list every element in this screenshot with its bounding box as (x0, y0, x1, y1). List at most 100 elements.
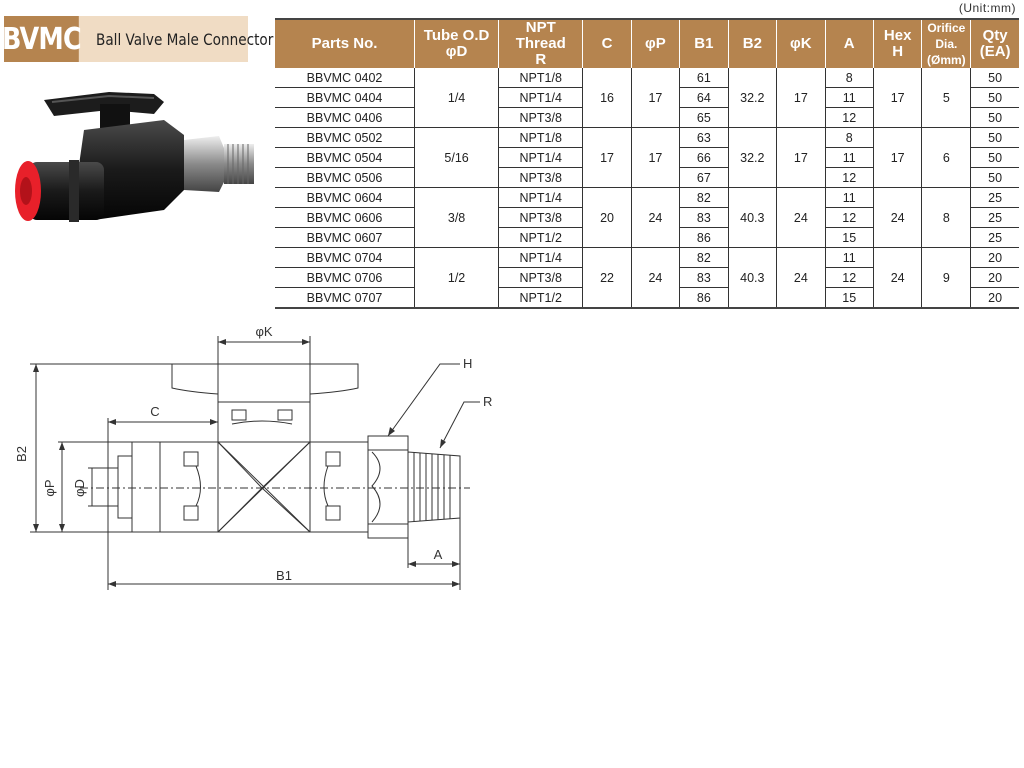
col-header: A (825, 19, 874, 68)
table-row: BBVMC 0402 1/4 NPT1/8 16 17 61 32.2 17 8… (275, 68, 1019, 128)
table-row: BBVMC 0607 NPT1/2 86 15 25 (275, 227, 1019, 248)
label-b2: B2 (14, 446, 29, 462)
col-header: Qty(EA) (970, 19, 1019, 68)
c-cell: 20 (582, 187, 632, 248)
p-cell: 17 (631, 68, 681, 128)
npt-cell: NPT1/4 (498, 87, 584, 108)
qty-cell: 50 (970, 107, 1019, 128)
part-number: BBVMC 0402 (275, 68, 416, 88)
part-number: BBVMC 0706 (275, 267, 416, 288)
part-number: BBVMC 0502 (275, 127, 416, 148)
col-header: B1 (679, 19, 729, 68)
qty-cell: 25 (970, 227, 1019, 248)
a-cell: 8 (825, 127, 874, 148)
table-row: BBVMC 0506 NPT3/8 67 12 50 (275, 167, 1019, 188)
qty-cell: 25 (970, 187, 1019, 208)
b1-cell: 61 (679, 68, 729, 88)
a-cell: 11 (825, 247, 874, 268)
a-cell: 11 (825, 147, 874, 168)
b1-cell: 82 (679, 247, 729, 268)
a-cell: 15 (825, 227, 874, 248)
c-cell: 22 (582, 247, 632, 309)
orifice-cell: 5 (921, 68, 972, 128)
table-row: BBVMC 0706 NPT3/8 83 12 20 (275, 267, 1019, 288)
label-c: C (150, 404, 159, 419)
k-cell: 17 (776, 127, 826, 188)
orifice-cell: 8 (921, 187, 972, 248)
p-cell: 24 (631, 247, 681, 309)
b1-cell: 66 (679, 147, 729, 168)
b1-cell: 83 (679, 267, 729, 288)
p-cell: 17 (631, 127, 681, 188)
part-number: BBVMC 0406 (275, 107, 416, 128)
npt-cell: NPT3/8 (498, 207, 584, 228)
k-cell: 17 (776, 68, 826, 128)
unit-note: (Unit:mm) (958, 1, 1016, 15)
p-cell: 24 (631, 187, 681, 248)
qty-cell: 50 (970, 68, 1019, 88)
npt-cell: NPT1/2 (498, 227, 584, 248)
a-cell: 11 (825, 187, 874, 208)
label-p: φP (42, 479, 57, 496)
qty-cell: 20 (970, 247, 1019, 268)
hex-cell: 24 (873, 247, 923, 309)
table-row: BBVMC 0606 NPT3/8 83 12 25 (275, 207, 1019, 228)
a-cell: 12 (825, 207, 874, 228)
b1-cell: 64 (679, 87, 729, 108)
qty-cell: 50 (970, 147, 1019, 168)
npt-cell: NPT1/8 (498, 68, 584, 88)
k-cell: 24 (776, 187, 826, 248)
label-a: A (434, 547, 443, 562)
b2-cell: 32.2 (728, 127, 778, 188)
b2-cell: 40.3 (728, 247, 778, 309)
label-r: R (483, 394, 492, 409)
b2-cell: 32.2 (728, 68, 778, 128)
table-row: BBVMC 0604 3/8 NPT1/4 20 24 82 40.3 24 1… (275, 187, 1019, 248)
table-row: BBVMC 0502 5/16 NPT1/8 17 17 63 32.2 17 … (275, 127, 1019, 188)
b1-cell: 63 (679, 127, 729, 148)
table-row: BBVMC 0404 NPT1/4 64 11 50 (275, 87, 1019, 108)
dimension-drawing: φK H R C B2 φP φD A B1 (14, 324, 492, 590)
part-number: BBVMC 0606 (275, 207, 416, 228)
col-header: Parts No. (275, 19, 416, 68)
qty-cell: 20 (970, 267, 1019, 288)
table-row: BBVMC 0704 1/2 NPT1/4 22 24 82 40.3 24 1… (275, 247, 1019, 309)
part-number: BBVMC 0704 (275, 247, 416, 268)
c-cell: 16 (582, 68, 632, 128)
b1-cell: 86 (679, 287, 729, 309)
npt-cell: NPT1/4 (498, 247, 584, 268)
b2-cell: 40.3 (728, 187, 778, 248)
c-cell: 17 (582, 127, 632, 188)
tube-od-cell: 5/16 (414, 127, 500, 188)
part-number: BBVMC 0404 (275, 87, 416, 108)
a-cell: 12 (825, 107, 874, 128)
b1-cell: 82 (679, 187, 729, 208)
part-number: BBVMC 0504 (275, 147, 416, 168)
qty-cell: 20 (970, 287, 1019, 309)
col-header: φP (631, 19, 681, 68)
a-cell: 12 (825, 167, 874, 188)
npt-cell: NPT3/8 (498, 167, 584, 188)
table-row: BBVMC 0707 NPT1/2 86 15 20 (275, 287, 1019, 309)
tube-od-cell: 3/8 (414, 187, 500, 248)
npt-cell: NPT3/8 (498, 267, 584, 288)
a-cell: 11 (825, 87, 874, 108)
qty-cell: 25 (970, 207, 1019, 228)
product-name: Ball Valve Male Connector (96, 29, 274, 49)
orifice-cell: 6 (921, 127, 972, 188)
label-k: φK (255, 324, 272, 339)
npt-cell: NPT1/2 (498, 287, 584, 309)
a-cell: 8 (825, 68, 874, 88)
qty-cell: 50 (970, 127, 1019, 148)
k-cell: 24 (776, 247, 826, 309)
qty-cell: 50 (970, 167, 1019, 188)
npt-cell: NPT1/4 (498, 187, 584, 208)
a-cell: 15 (825, 287, 874, 309)
tube-od-cell: 1/4 (414, 68, 500, 128)
col-header: C (582, 19, 632, 68)
qty-cell: 50 (970, 87, 1019, 108)
npt-cell: NPT1/4 (498, 147, 584, 168)
product-code: BVMC (2, 16, 82, 62)
